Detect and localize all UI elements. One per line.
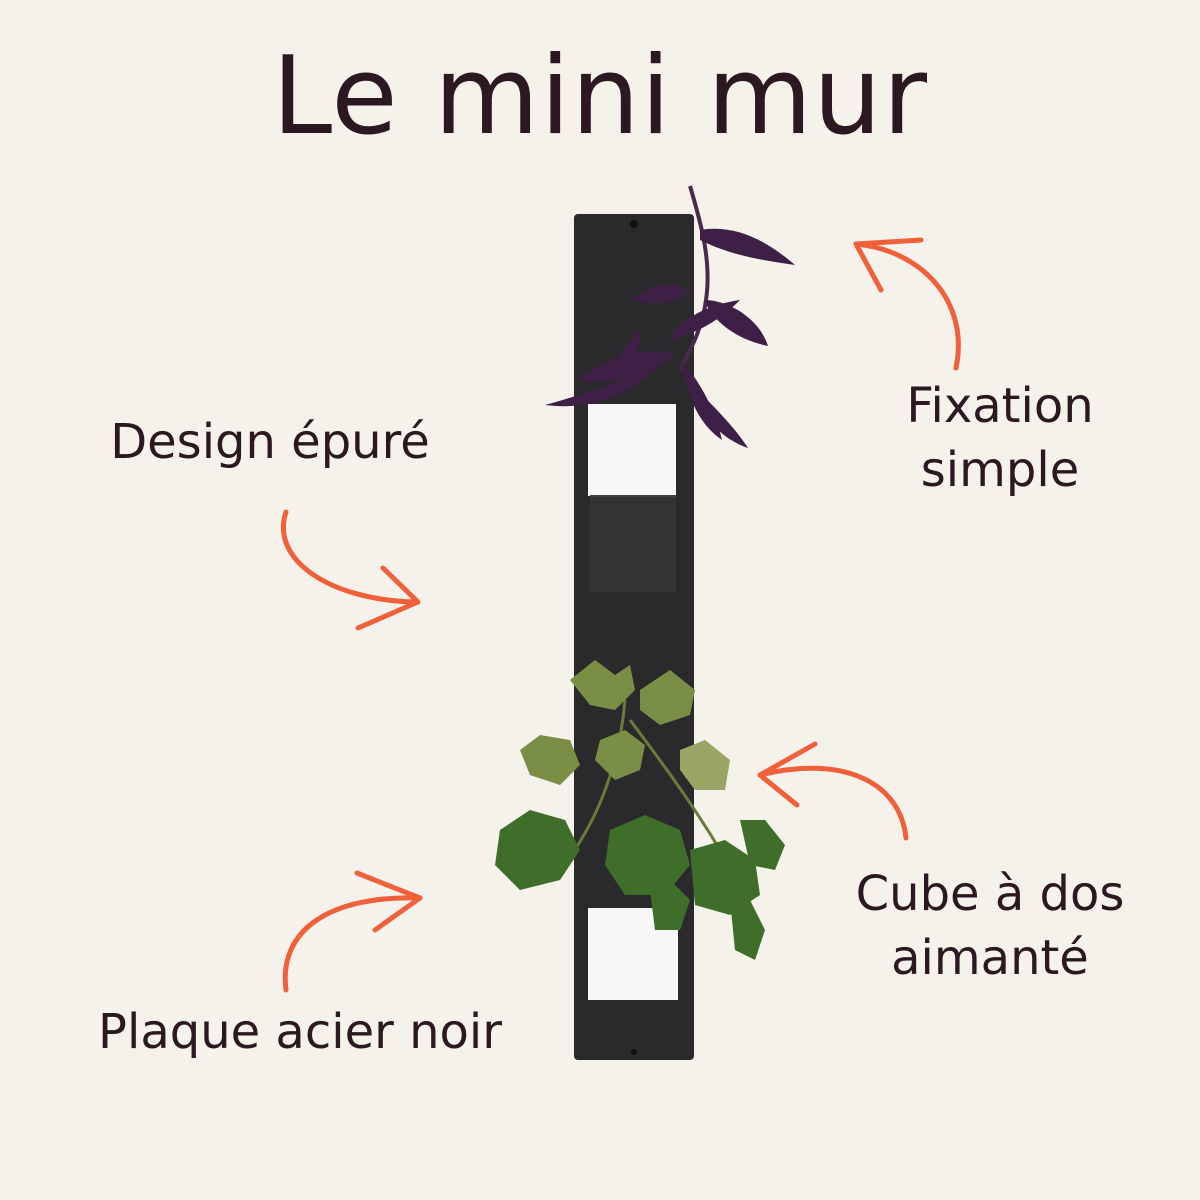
page-title: Le mini mur: [271, 34, 929, 159]
label-fixation-line2: simple: [920, 442, 1080, 498]
top-screw: [630, 220, 638, 228]
label-fixation: Fixation simple: [860, 374, 1140, 502]
green-plant: [495, 660, 785, 960]
label-cube-line1: Cube à dos: [855, 866, 1125, 922]
label-cube: Cube à dos aimanté: [810, 862, 1170, 990]
arrow-fixation-icon: [853, 237, 961, 371]
upper-cube-white: [588, 404, 676, 496]
upper-cube-dark: [590, 496, 676, 592]
label-plaque-text: Plaque acier noir: [98, 1004, 502, 1060]
label-fixation-line1: Fixation: [906, 378, 1094, 434]
label-design-text: Design épuré: [110, 414, 430, 470]
label-plaque: Plaque acier noir: [40, 1000, 560, 1064]
arrow-cube-icon: [757, 741, 909, 841]
label-design: Design épuré: [70, 410, 470, 474]
label-cube-line2: aimanté: [891, 930, 1089, 986]
bottom-screw: [631, 1049, 637, 1055]
purple-plant: [545, 185, 795, 448]
arrow-plaque-icon: [282, 870, 423, 993]
arrow-design-icon: [281, 509, 421, 631]
